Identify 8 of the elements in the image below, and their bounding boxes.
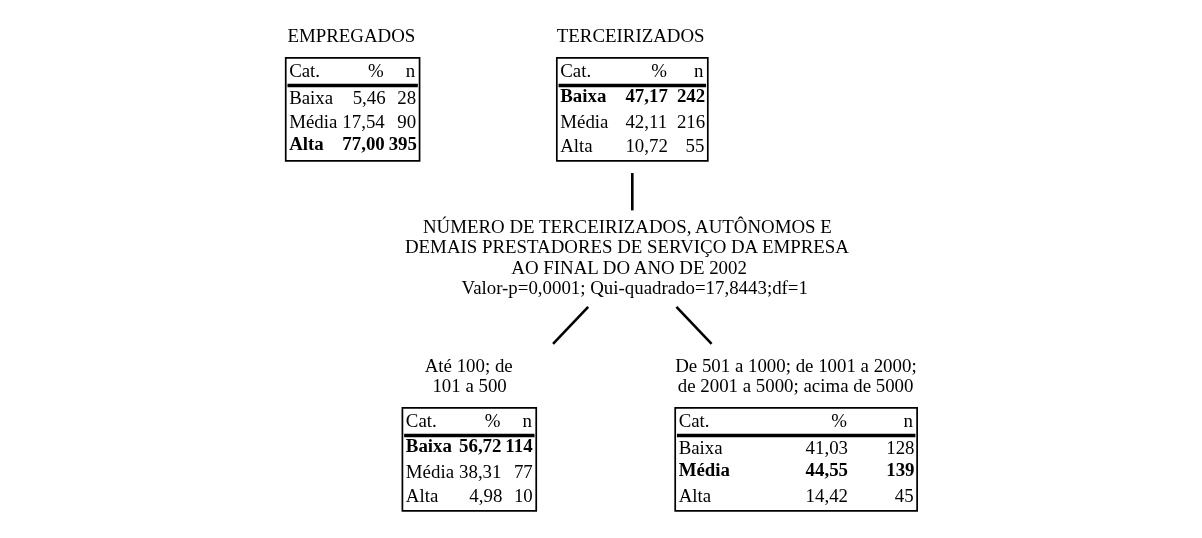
node-label: TERCEIRIZADOS — [556, 25, 705, 47]
connector — [552, 305, 590, 345]
node-label: De 501 a 1000; de 1001 a 2000; de 2001 a 5000; acima de 5000 — [675, 354, 917, 397]
node-label: EMPREGADOS — [287, 25, 416, 47]
node-text: NÚMERO DE TERCEIRIZADOS, AUTÔNOMOS E DEMAIS PRESTADORES DE SERVIÇO DA EMPRESA AO FINAL DO ANO DE 2002 Valor-p=0,0001; Qui-quadrado=17,8443;df=1 — [404, 215, 849, 299]
node-label: Até 100; de 101 a 500 — [424, 354, 513, 397]
connector — [675, 305, 713, 345]
connector — [631, 173, 634, 211]
